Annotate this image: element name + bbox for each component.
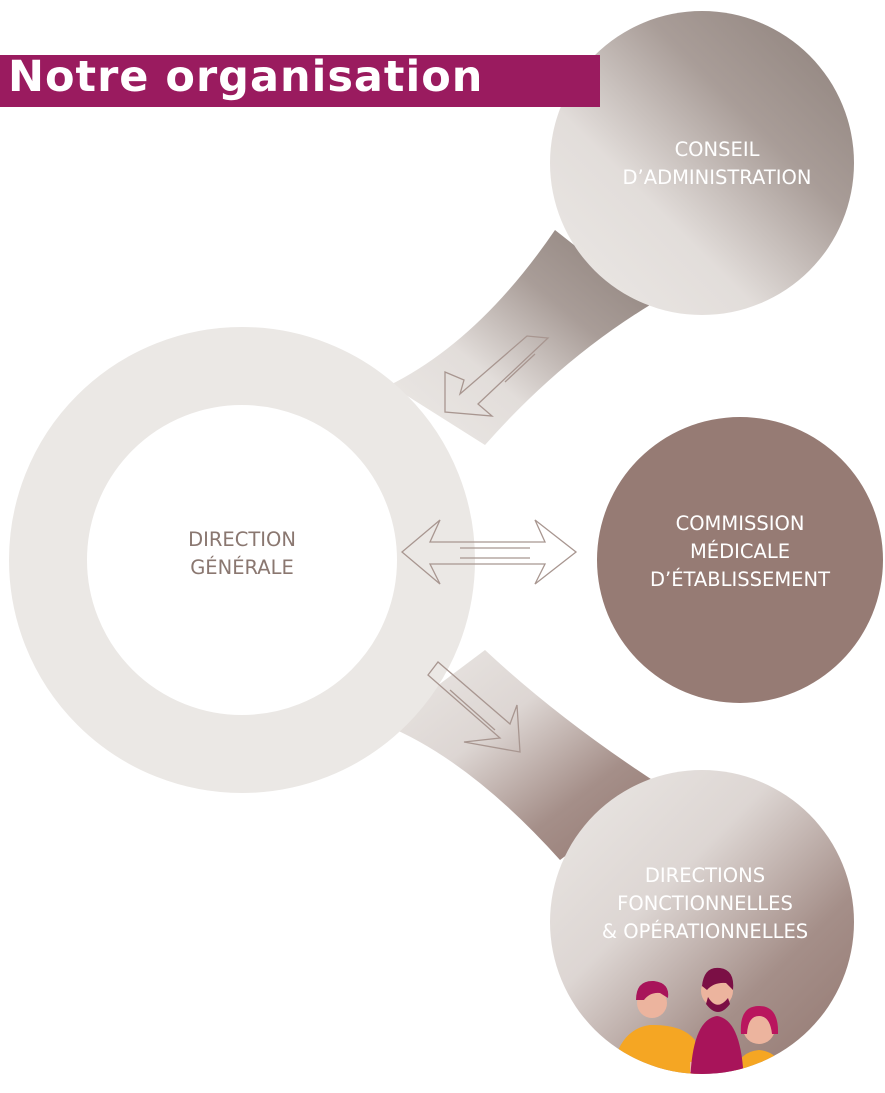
double-arrow-down-left-icon xyxy=(444,335,550,417)
directions-bubble xyxy=(550,770,854,1074)
conseil-bubble xyxy=(550,11,854,315)
conseil-label: CONSEIL D’ADMINISTRATION xyxy=(622,138,812,189)
direction-generale-ring xyxy=(9,327,475,793)
page-title: Notre organisation xyxy=(8,52,484,102)
double-arrow-left-right-icon xyxy=(400,519,578,585)
commission-bubble xyxy=(597,417,883,703)
direction-generale-label: DIRECTION GÉNÉRALE xyxy=(188,528,296,579)
double-arrow-down-right-icon xyxy=(427,661,521,753)
connector-bottom xyxy=(385,650,660,860)
title-band xyxy=(0,55,600,107)
connector-top xyxy=(390,230,650,445)
directions-label: DIRECTIONS FONCTIONNELLES & OPÉRATIONNEL… xyxy=(601,864,809,943)
commission-label: COMMISSION MÉDICALE D’ÉTABLISSEMENT xyxy=(650,512,830,591)
